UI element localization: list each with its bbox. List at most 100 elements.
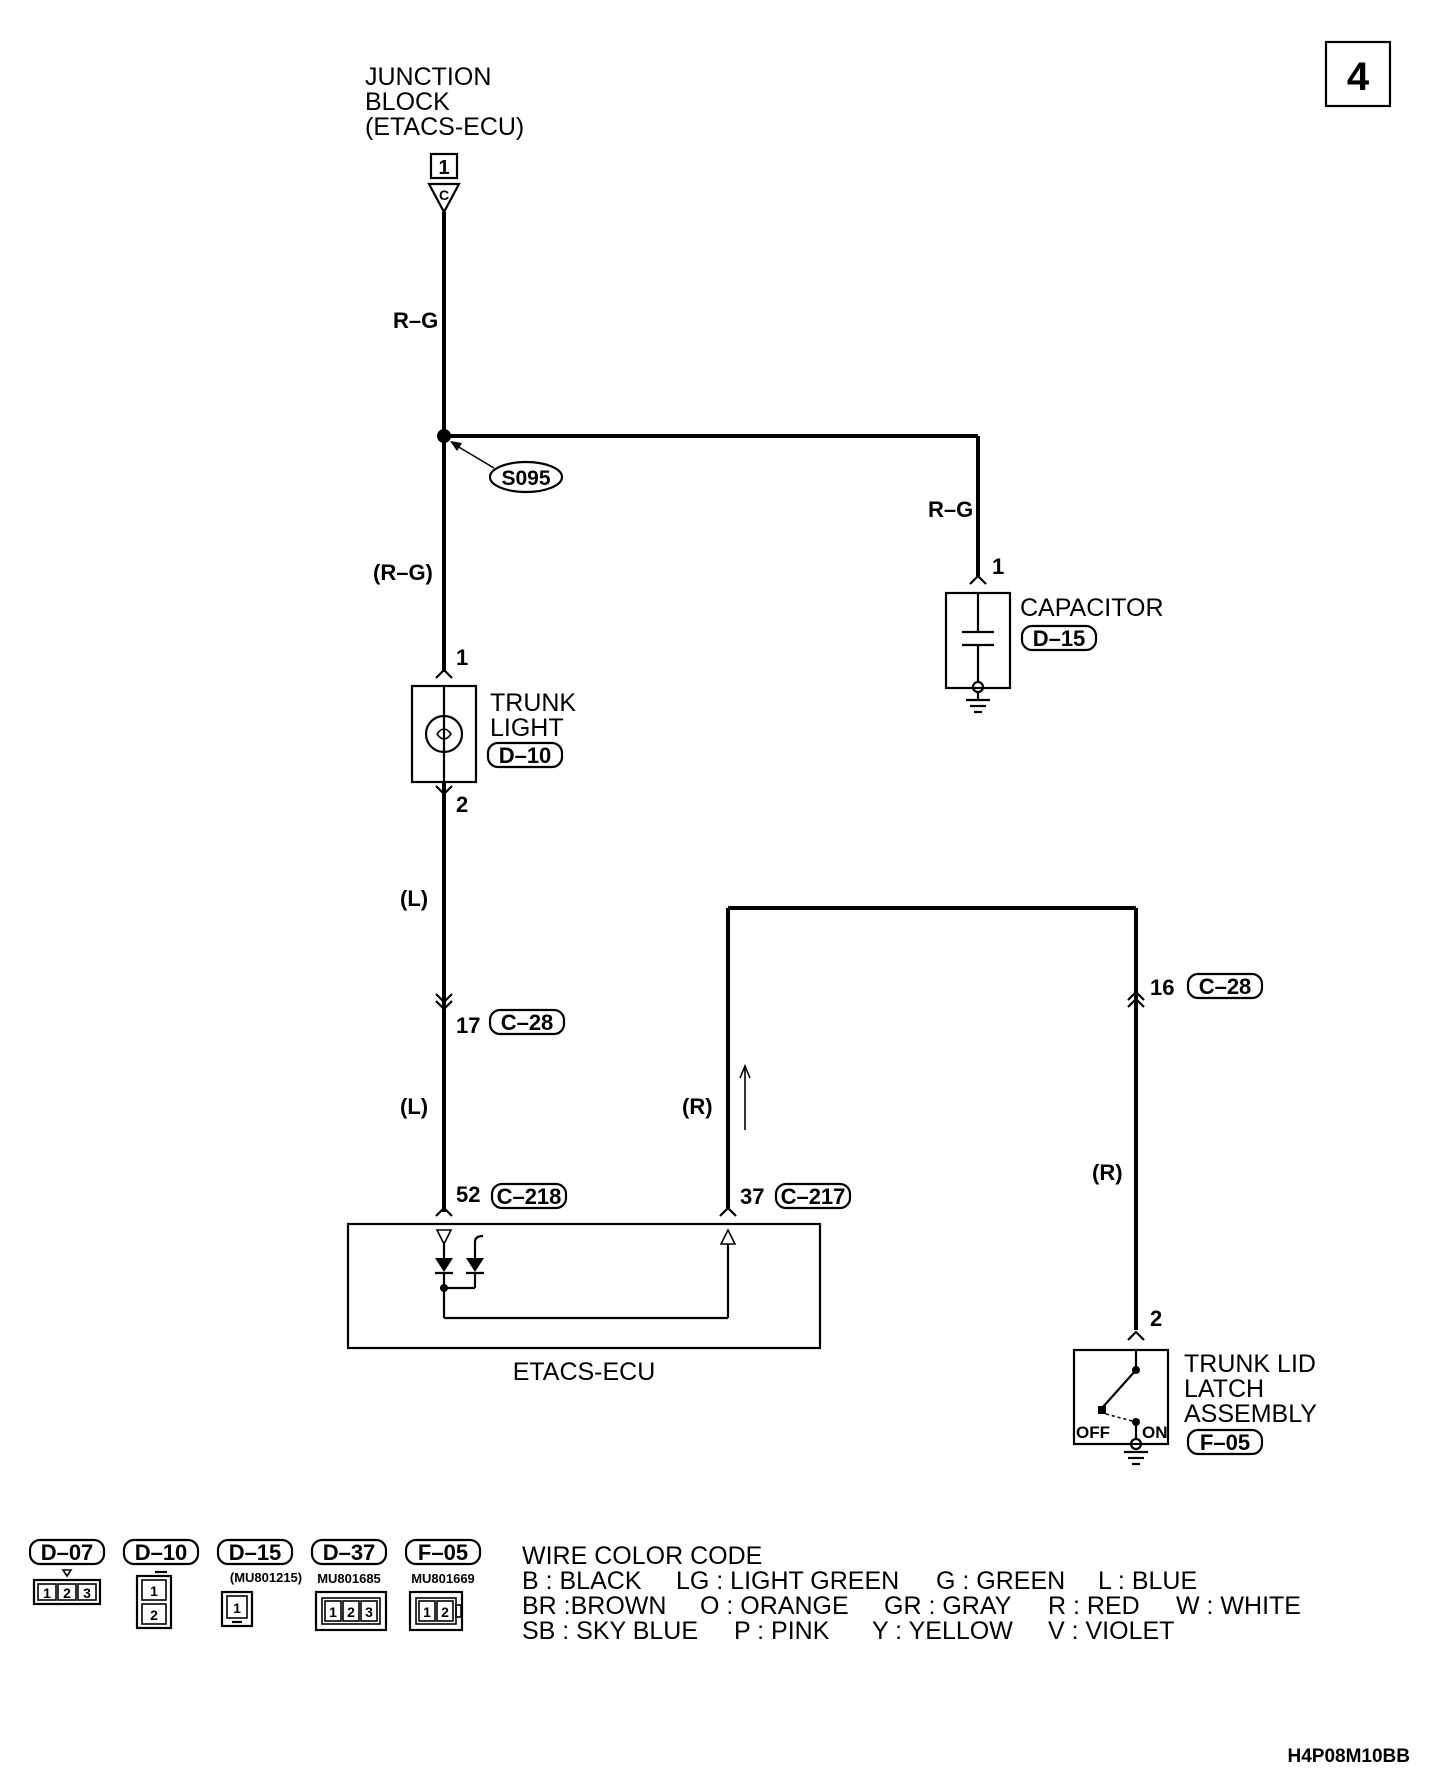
- wire-color-entry: L : BLUE: [1098, 1567, 1197, 1595]
- legend-badge: [122, 1538, 200, 1566]
- diode-icon: [435, 1258, 453, 1272]
- legend-outline: [314, 1590, 388, 1632]
- ecu-box: [346, 1222, 822, 1350]
- junction-connector-letter: C: [439, 187, 449, 203]
- legend-outline: [408, 1590, 464, 1632]
- trunk-light-pin-top: 1: [456, 645, 468, 670]
- legend-cell: [57, 1583, 77, 1601]
- legend-pin: 2: [150, 1607, 158, 1623]
- ecu-pin37: 37: [740, 1184, 764, 1209]
- wire-color-entry: Y : YELLOW: [872, 1617, 1013, 1645]
- latch-box: [1072, 1348, 1170, 1446]
- junction-pin-box: [429, 152, 459, 180]
- ecu-pin52-connector: C–218: [497, 1184, 562, 1209]
- diode-icon-2: [466, 1258, 484, 1272]
- legend-badge: [28, 1538, 106, 1566]
- junction-pin17-badge: [488, 1008, 566, 1036]
- legend-connector-id: D–37: [323, 1540, 376, 1565]
- junction-pin16-arrow-1: [1127, 990, 1145, 1001]
- latch-ground-terminal: [1129, 1437, 1143, 1451]
- latch-name-3: ASSEMBLY: [1184, 1400, 1317, 1428]
- legend-outline: [220, 1590, 254, 1628]
- legend-outline: [135, 1574, 173, 1630]
- latch-connector-symbol: [1127, 1330, 1145, 1341]
- trunk-light-pin-bottom: 2: [456, 792, 468, 817]
- ecu-pin37-connector: C–217: [781, 1184, 846, 1209]
- junction-pin17-connector: C–28: [501, 1010, 554, 1035]
- signal-direction-arrow-icon: [739, 1063, 751, 1079]
- junction-block-title-2: BLOCK: [365, 88, 450, 116]
- legend-connector-id: D–07: [41, 1540, 94, 1565]
- legend-cell: [360, 1600, 378, 1622]
- wire-color-entry: O : ORANGE: [700, 1592, 849, 1620]
- legend-pin: 1: [43, 1585, 51, 1601]
- trunk-light-connector: D–10: [499, 743, 552, 768]
- legend-connector-id: D–10: [135, 1540, 188, 1565]
- junction-pin16-badge: [1186, 972, 1264, 1000]
- junction-pin16-arrow-2: [1127, 997, 1145, 1008]
- ecu-pin37-connector-symbol: [719, 1206, 737, 1217]
- legend-inner: [321, 1597, 381, 1625]
- ecu-output-terminal: [719, 1228, 737, 1245]
- legend-connector-f05: F–05 MU801669 1 2: [404, 1538, 482, 1632]
- wire-color-entry: W : WHITE: [1176, 1592, 1301, 1620]
- bulb-filament: [436, 728, 452, 740]
- legend-cell: [342, 1600, 360, 1622]
- trunk-light-connector-top: [435, 668, 453, 679]
- legend-connector-part: (MU801215): [230, 1570, 302, 1585]
- wire-color-entry: P : PINK: [734, 1617, 830, 1645]
- legend-cell: [77, 1583, 97, 1601]
- legend-outline: [32, 1578, 102, 1606]
- capacitor-pin: 1: [992, 554, 1004, 579]
- wire-color-entry: SB : SKY BLUE: [522, 1617, 698, 1645]
- wire-label-l-upper: (L): [400, 886, 428, 911]
- legend-cell: [141, 1579, 167, 1601]
- legend-connector-id: F–05: [418, 1540, 468, 1565]
- legend-pin: 1: [150, 1583, 158, 1599]
- junction-block-title-1: JUNCTION: [365, 63, 491, 91]
- legend-pin: 3: [365, 1604, 373, 1620]
- legend-connector-d07: D–07 1 2 3: [28, 1538, 106, 1606]
- wire-color-entry: G : GREEN: [936, 1567, 1065, 1595]
- legend-connector-d37: D–37 MU801685 1 2 3: [310, 1538, 388, 1632]
- legend-badge: [404, 1538, 482, 1566]
- latch-name-2: LATCH: [1184, 1375, 1264, 1403]
- wire-label-l-lower: (L): [400, 1094, 428, 1119]
- ecu-name: ETACS-ECU: [513, 1358, 656, 1386]
- capacitor-connector-badge: [1020, 624, 1098, 652]
- legend-cell: [141, 1603, 167, 1625]
- legend-pin: 1: [233, 1600, 241, 1616]
- junction-pin17-arrow-2: [435, 1000, 453, 1011]
- switch-icon: [1101, 1369, 1137, 1409]
- page-number-box: [1324, 40, 1392, 108]
- latch-pin: 2: [1150, 1306, 1162, 1331]
- legend-pin: 1: [423, 1604, 431, 1620]
- legend-pin: 2: [347, 1604, 355, 1620]
- capacitor-connector-symbol: [969, 574, 987, 585]
- legend-badge: [310, 1538, 388, 1566]
- wire-label-r-right: (R): [1092, 1160, 1123, 1185]
- legend-pin: 2: [63, 1585, 71, 1601]
- ecu-pin52-connector-symbol: [435, 1206, 453, 1217]
- wire-label-rg-branch: R–G: [928, 497, 973, 522]
- splice-arrow-icon: [450, 441, 462, 451]
- trunk-light-name-1: TRUNK: [490, 689, 576, 717]
- wire-label-r-left: (R): [682, 1094, 713, 1119]
- splice-oval: [488, 460, 564, 494]
- wire-color-entry: BR :BROWN: [522, 1592, 666, 1620]
- wire-color-title: WIRE COLOR CODE: [522, 1542, 762, 1570]
- wire-label-rg-top: R–G: [393, 308, 438, 333]
- latch-off-label: OFF: [1076, 1423, 1110, 1442]
- legend-pin: 2: [441, 1604, 449, 1620]
- wire-label-rg-paren: (R–G): [373, 560, 433, 585]
- junction-block-title-3: (ETACS-ECU): [365, 113, 524, 141]
- legend-connector-d10: D–10 1 2: [122, 1538, 200, 1630]
- legend-key-icon: [455, 1604, 462, 1618]
- trunk-light-name-2: LIGHT: [490, 714, 564, 742]
- legend-pin: 3: [83, 1585, 91, 1601]
- legend-cell: [436, 1600, 454, 1622]
- ecu-input-terminal: [435, 1229, 453, 1246]
- legend-connector-id: D–15: [229, 1540, 282, 1565]
- legend-badge: [216, 1538, 294, 1566]
- junction-pin16-connector: C–28: [1199, 974, 1252, 999]
